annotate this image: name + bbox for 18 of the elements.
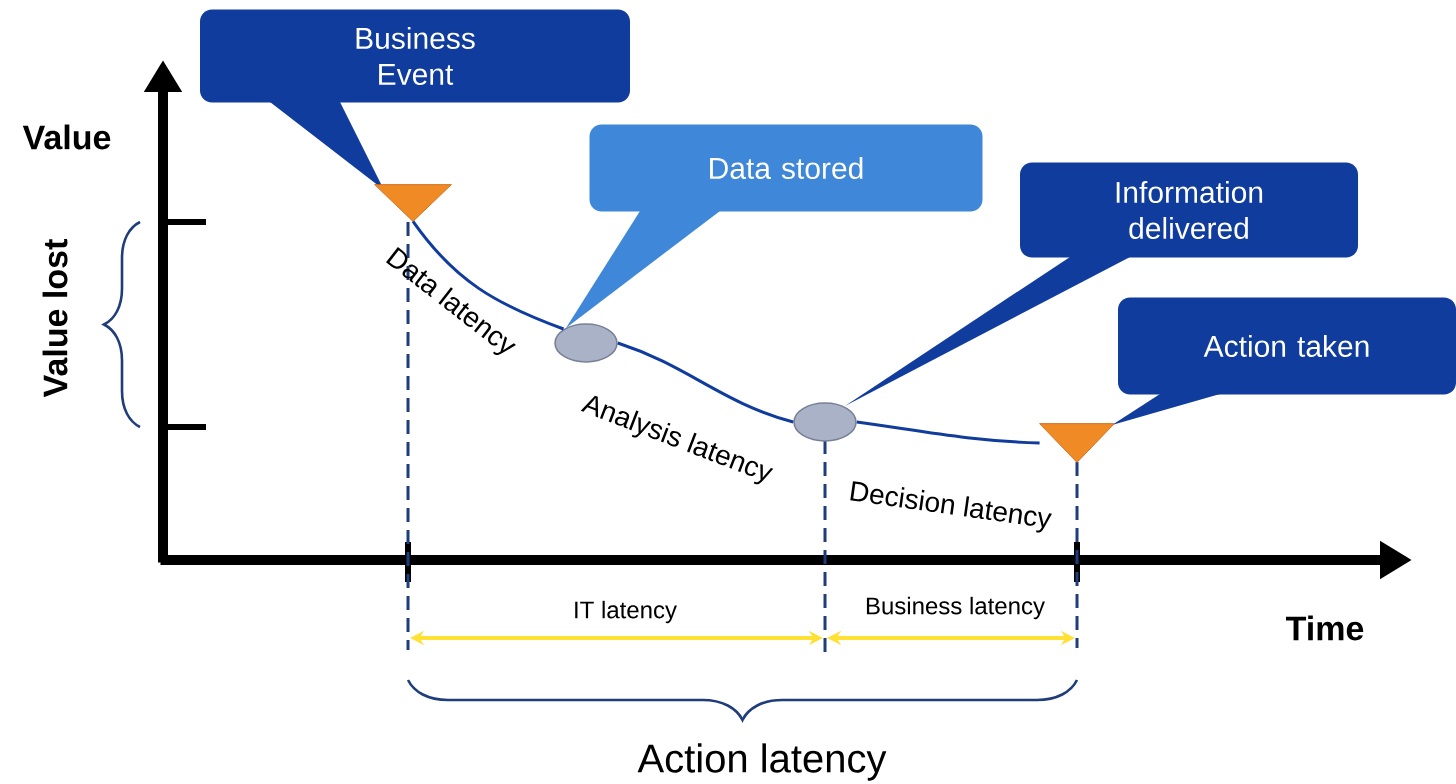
callout-box: Data stored [566, 124, 983, 328]
ellipse-marker [793, 402, 857, 442]
value-curve [856, 420, 1040, 445]
value-curve [411, 220, 565, 331]
triangle-marker [1039, 423, 1115, 463]
measure-label: Business latency [866, 596, 1045, 620]
ellipse-marker [554, 323, 618, 363]
axis-label: Value [22, 124, 111, 150]
node-label: Information delivered [1116, 180, 1263, 239]
measure-label: Action latency [637, 743, 887, 781]
axis-label: Time [1286, 615, 1364, 641]
edge-label: Decision latency [850, 481, 1052, 533]
callout-box: Action taken [1112, 297, 1456, 425]
value-curve [617, 341, 794, 424]
callout-box: Business Event [200, 9, 630, 190]
triangle-marker [374, 184, 452, 222]
measure-label: IT latency [575, 600, 677, 624]
axis-label: Value lost [42, 239, 68, 398]
